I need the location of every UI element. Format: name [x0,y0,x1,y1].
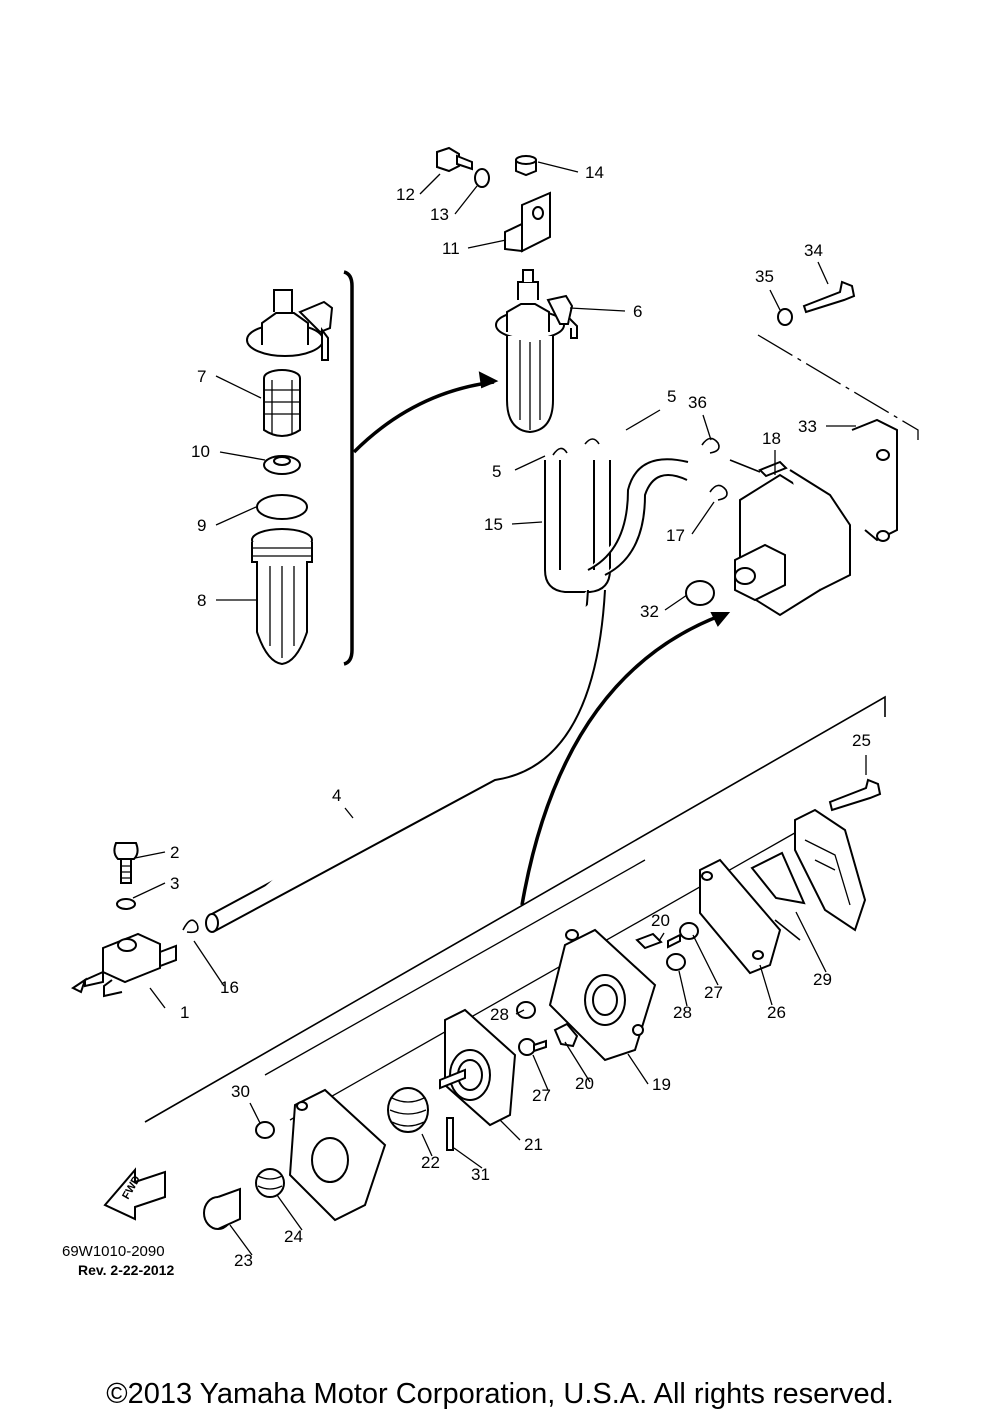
filter-cap [246,289,334,361]
callout-c21: 21 [524,1135,543,1154]
clip-36 [701,437,720,454]
callout-c5a: 5 [667,387,676,406]
nut-10 [263,455,301,475]
callout-c27a: 27 [704,983,723,1002]
screw-27b [518,1038,547,1056]
callout-c29: 29 [813,970,832,989]
callout-c23: 23 [234,1251,253,1270]
nut-28b [516,1001,536,1019]
callout-c17: 17 [666,526,685,545]
bolt-34 [802,280,856,314]
nut-30 [255,1121,275,1139]
callout-c8: 8 [197,591,206,610]
callout-c36: 36 [688,393,707,412]
screw-27a [667,922,699,949]
revision-date: Rev. 2-22-2012 [78,1262,175,1278]
callout-c34: 34 [804,241,823,260]
washer-3 [116,898,136,910]
valve-20a [635,932,663,950]
spring-24 [255,1168,285,1198]
callout-c20a: 20 [651,911,670,930]
pump-body-19 [548,928,657,1062]
diaphragm-21 [439,1008,517,1127]
clip-17 [709,484,728,501]
o-ring-32 [685,580,715,606]
callout-c14: 14 [585,163,604,182]
callout-c3: 3 [170,874,179,893]
hose-clip-5 [552,438,600,456]
plunger-23 [203,1187,241,1230]
spring-22 [387,1087,429,1133]
callout-c6: 6 [633,302,642,321]
callout-numbers: 1234556789101112131415161718192020212223… [170,163,871,1270]
bracket-11 [504,191,551,253]
fuel-hose-4 [205,589,606,933]
exploded-arrow-filter [352,380,495,454]
copyright-notice: ©2013 Yamaha Motor Corporation, U.S.A. A… [106,1378,894,1410]
exploded-view-bracket [343,270,354,666]
hose-15 [544,458,689,593]
exploded-arrow-pump [520,613,723,906]
callout-c32: 32 [640,602,659,621]
fuel-pump-18 [729,459,852,617]
screw-2 [113,842,139,884]
callout-c9: 9 [197,516,206,535]
fuel-connector-1 [71,932,177,998]
dashed-leader-34 [757,334,919,440]
callout-c2: 2 [170,843,179,862]
valve-20b [553,1022,579,1048]
callout-c28b: 28 [490,1005,509,1024]
drawing-number: 69W1010-2090 [62,1243,165,1260]
bolt-25 [828,778,882,812]
callout-c1: 1 [180,1003,189,1022]
bracket-33 [851,418,898,542]
fwd-arrow-icon: FWD [103,1167,166,1221]
bolt-12 [436,146,473,173]
nut-14 [515,154,537,177]
washer-13 [474,168,490,188]
callout-c16: 16 [220,978,239,997]
diaphragm-26 [699,858,782,975]
callout-c10: 10 [191,442,210,461]
filter-bowl-8 [251,528,313,666]
callout-c22: 22 [421,1153,440,1172]
callout-c28a: 28 [673,1003,692,1022]
nut-28a [666,953,686,971]
callout-c13: 13 [430,205,449,224]
filter-element-7 [263,369,301,437]
callout-c19: 19 [652,1075,671,1094]
clip-16 [182,919,199,934]
callout-c5b: 5 [492,462,501,481]
callout-c7: 7 [197,367,206,386]
callout-c25: 25 [852,731,871,750]
callout-c20b: 20 [575,1074,594,1093]
pump-cover-29 [750,808,867,941]
callout-c26: 26 [767,1003,786,1022]
callout-c12: 12 [396,185,415,204]
callout-c11: 11 [442,239,460,258]
callout-c33: 33 [798,417,817,436]
callout-c30: 30 [231,1082,250,1101]
callout-c15: 15 [484,515,503,534]
callout-c27b: 27 [532,1086,551,1105]
callout-c24: 24 [284,1227,303,1246]
o-ring-9 [256,494,308,520]
callout-leaders [132,161,867,1256]
washer-35 [777,308,793,326]
fuel-filter-6 [495,269,578,434]
callout-c18: 18 [762,429,781,448]
callout-c4: 4 [332,786,341,805]
pin-31 [446,1117,454,1151]
pump-housing [288,1088,387,1222]
exploded-pump-frame [144,695,886,1123]
callout-c35: 35 [755,267,774,286]
callout-c31: 31 [471,1165,490,1184]
